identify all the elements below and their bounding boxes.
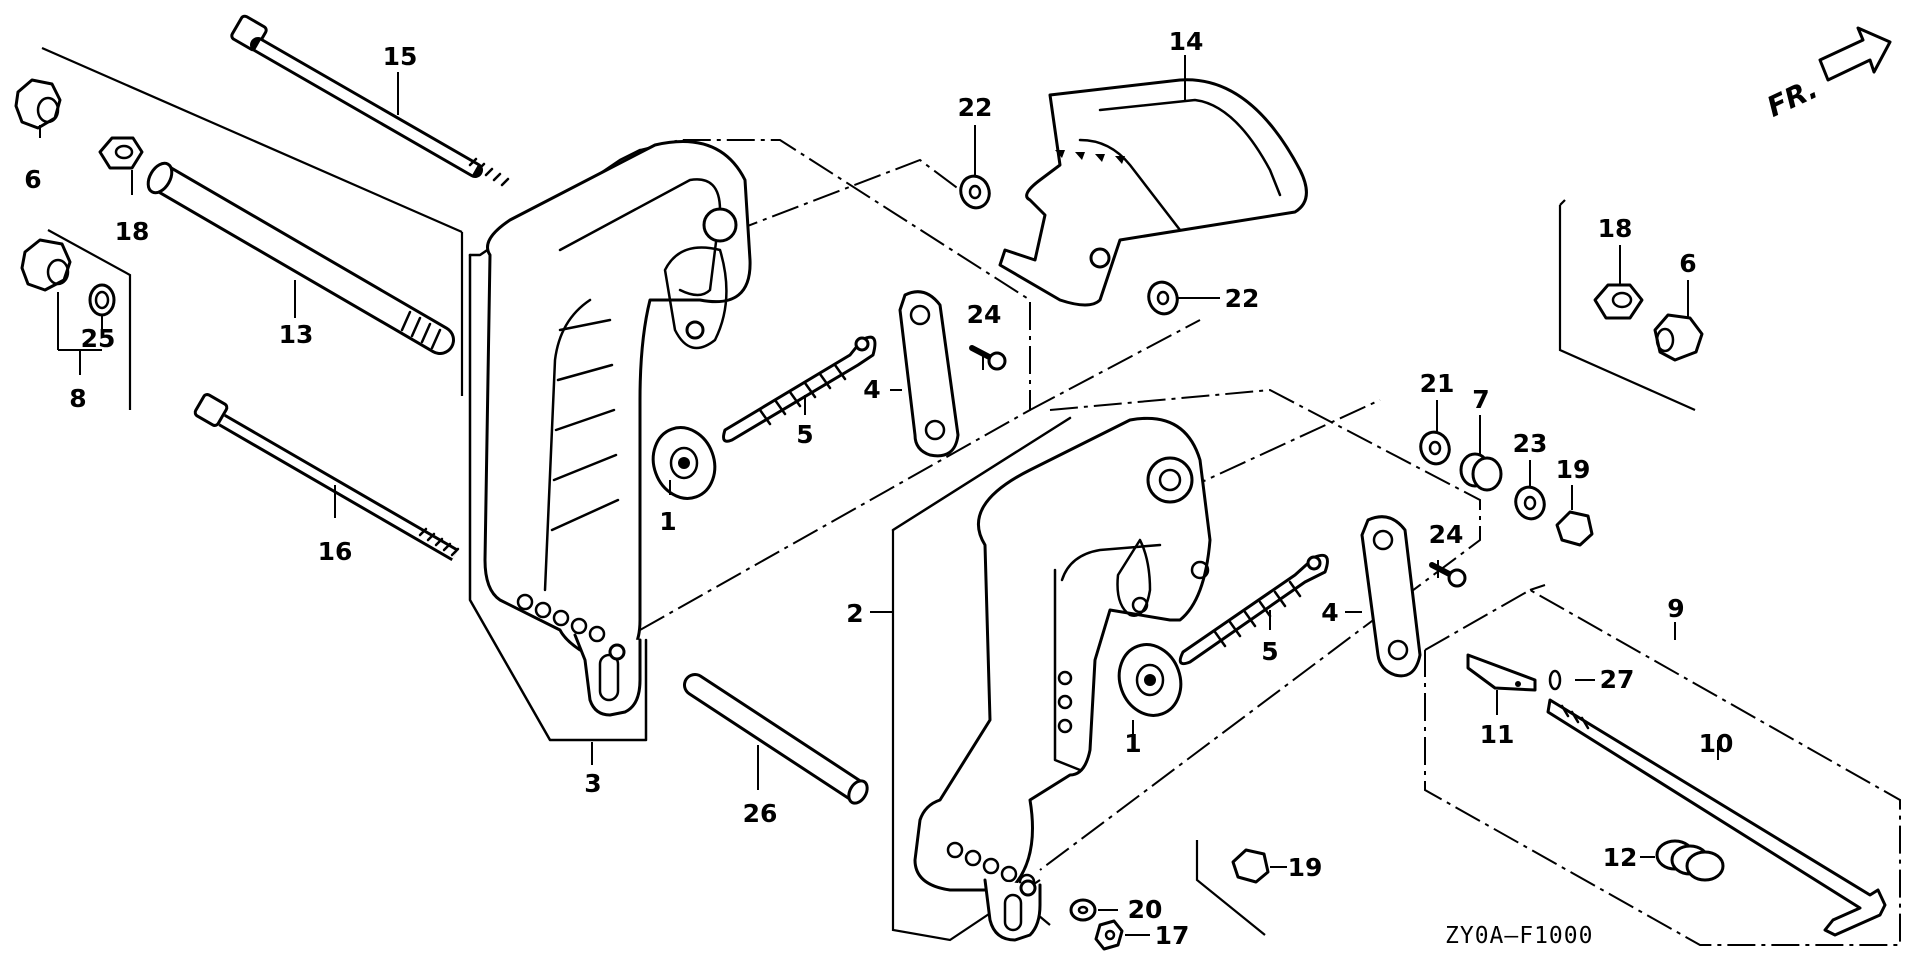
washer-22-shapes — [959, 174, 1179, 316]
front-direction-arrow — [1818, 26, 1892, 82]
callout-labels: 15 14 22 22 6 18 13 25 8 24 4 5 1 21 7 2… — [24, 27, 1733, 950]
shift-parts-shapes — [1466, 653, 1887, 937]
front-direction-label: FR. — [1762, 72, 1823, 124]
callout-7: 7 — [1472, 385, 1489, 414]
callout-18-right: 18 — [1598, 214, 1633, 243]
callout-4-lower: 4 — [1321, 598, 1338, 627]
stern-bracket-3-shape — [483, 140, 752, 717]
callout-18-left: 18 — [115, 217, 150, 246]
callout-25: 25 — [81, 324, 116, 353]
callout-23: 23 — [1513, 429, 1548, 458]
stern-bracket-2-shape — [913, 416, 1212, 942]
callout-14: 14 — [1169, 27, 1204, 56]
callout-24-lower: 24 — [1429, 520, 1464, 549]
disc-1-shapes — [651, 426, 1183, 717]
clamp-handle-14-shape — [998, 78, 1308, 307]
callout-13: 13 — [279, 320, 314, 349]
callout-16: 16 — [318, 537, 353, 566]
bolt-15-shape — [230, 14, 510, 187]
callout-1-lower: 1 — [1124, 729, 1141, 758]
callout-9: 9 — [1667, 594, 1684, 623]
bolt-24-shapes — [969, 345, 1467, 588]
link-4-shapes — [898, 290, 1422, 678]
callout-3: 3 — [584, 769, 601, 798]
callout-10: 10 — [1699, 729, 1734, 758]
nuts-right-shapes — [1593, 283, 1704, 362]
callout-19-upper: 19 — [1556, 455, 1591, 484]
callout-2: 2 — [846, 599, 863, 628]
pin-26-shape — [683, 673, 869, 805]
callout-5-upper: 5 — [796, 420, 813, 449]
callout-6-right: 6 — [1679, 249, 1696, 278]
diagram-code: ZY0A—F1000 — [1445, 923, 1593, 949]
callout-15: 15 — [383, 42, 418, 71]
callout-6-left: 6 — [24, 165, 41, 194]
tube-13-shape — [146, 161, 455, 355]
callout-4-upper: 4 — [863, 375, 880, 404]
screw-5-shapes — [722, 335, 1329, 666]
washer-20-nut-17-shapes — [1069, 898, 1124, 951]
callout-21: 21 — [1420, 369, 1455, 398]
callout-8: 8 — [69, 384, 86, 413]
callout-27: 27 — [1600, 665, 1635, 694]
small-parts-right-shapes — [1231, 430, 1594, 884]
callout-1-upper: 1 — [659, 507, 676, 536]
callout-5-lower: 5 — [1261, 637, 1278, 666]
callout-11: 11 — [1480, 720, 1515, 749]
callout-22-lower: 22 — [1225, 284, 1260, 313]
callout-26: 26 — [743, 799, 778, 828]
callout-22-upper: 22 — [958, 93, 993, 122]
callout-19-lower: 19 — [1288, 853, 1323, 882]
callout-20: 20 — [1128, 895, 1163, 924]
callout-17: 17 — [1155, 921, 1190, 950]
callout-24-upper: 24 — [967, 300, 1002, 329]
leader-lines — [39, 55, 1719, 936]
callout-12: 12 — [1603, 843, 1638, 872]
nuts-left-shapes — [14, 78, 144, 317]
bolt-16-shape — [193, 393, 460, 562]
